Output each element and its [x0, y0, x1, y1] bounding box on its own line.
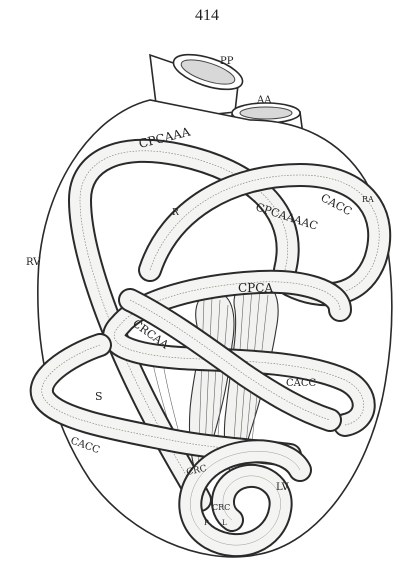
page-number: 414 — [195, 7, 219, 24]
label-pp: PP — [220, 56, 234, 67]
band-label-crc-small: CRC — [212, 503, 230, 512]
label-rv: RV — [26, 257, 41, 268]
label-apex-l: L — [222, 519, 227, 527]
label-lv: LV — [276, 482, 289, 493]
band-label-cpca: CPCA — [238, 281, 273, 295]
label-aa: AA — [256, 95, 272, 106]
label-apex-p: P — [204, 519, 209, 527]
band-label-cacc-mid: CACC — [286, 378, 317, 389]
label-ra: RA — [362, 195, 374, 204]
label-s: S — [95, 390, 103, 403]
label-r: R — [172, 208, 179, 218]
